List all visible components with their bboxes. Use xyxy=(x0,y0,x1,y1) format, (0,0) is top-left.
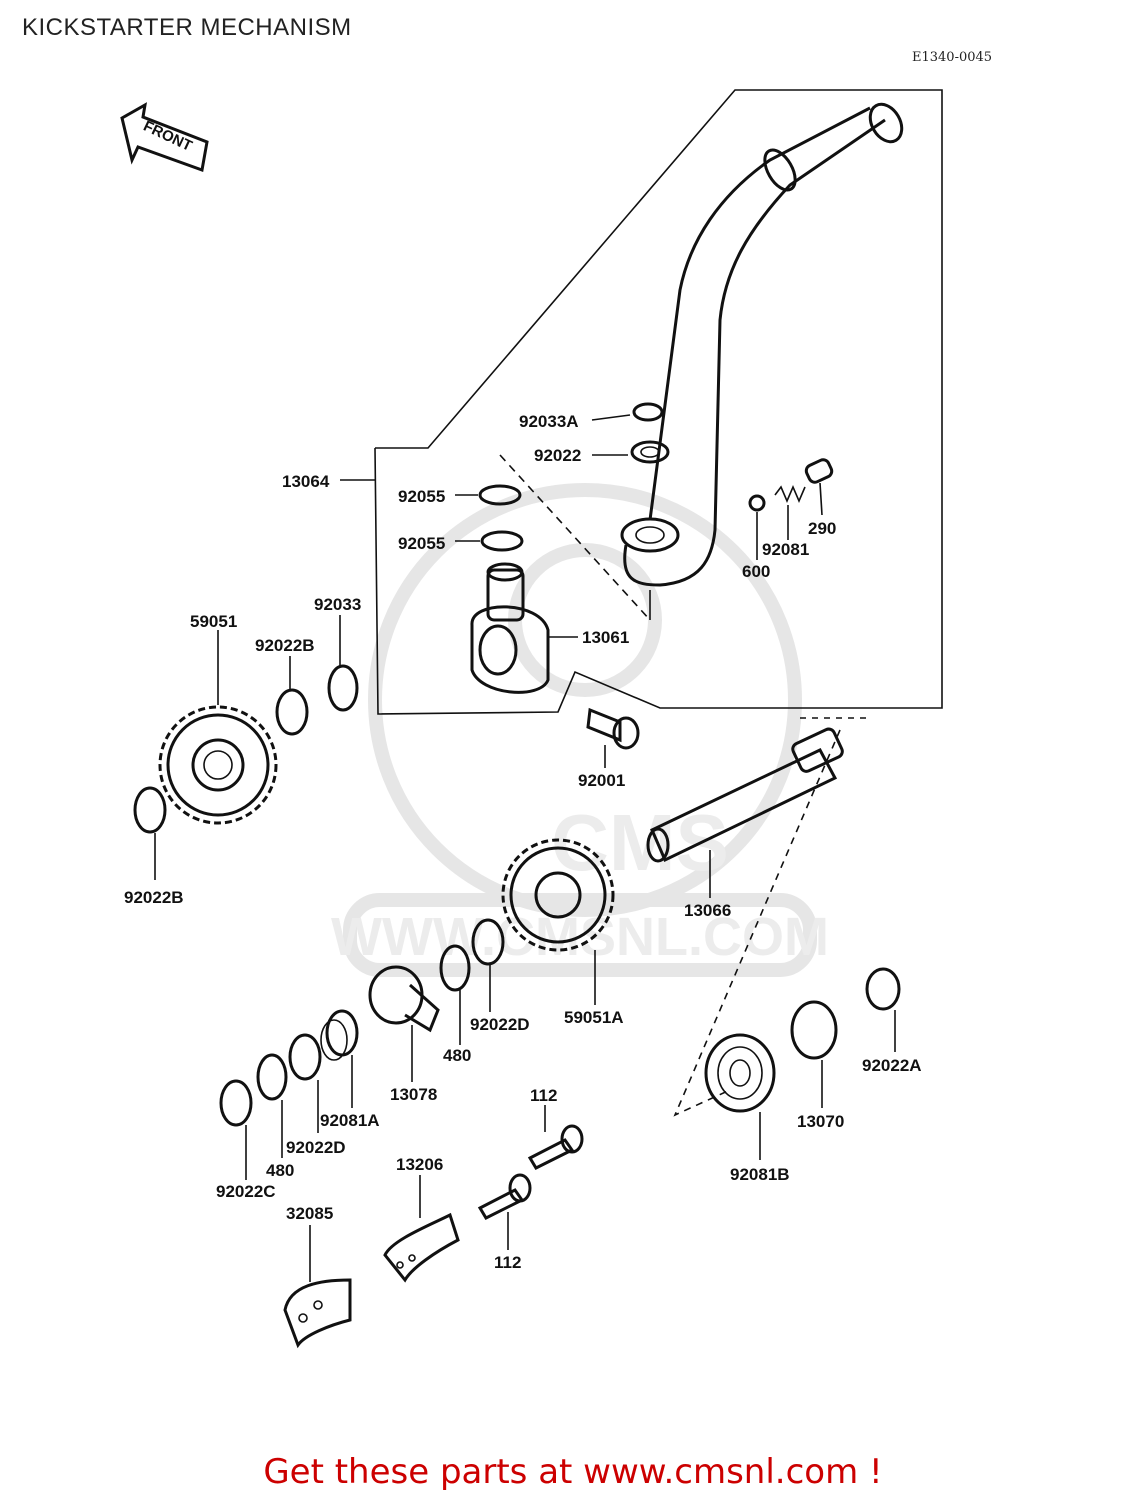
washer-92022 xyxy=(630,440,670,464)
callout-92055-a: 92055 xyxy=(398,487,445,506)
callout-92022C: 92022C xyxy=(216,1182,276,1201)
callout-480-mid: 480 xyxy=(443,1046,471,1065)
circlip-480-low xyxy=(256,1053,288,1101)
washer-92022C xyxy=(219,1079,253,1127)
callout-13070: 13070 xyxy=(797,1112,844,1131)
callout-32085: 32085 xyxy=(286,1204,333,1223)
gear-59051 xyxy=(158,705,278,825)
bolt-112-top xyxy=(527,1124,584,1170)
spring-92081 xyxy=(774,484,806,504)
spring-92081A xyxy=(325,1009,359,1057)
callout-13064: 13064 xyxy=(282,472,330,491)
callout-59051A: 59051A xyxy=(564,1008,624,1027)
oring-92055-b xyxy=(480,530,524,552)
washer-92022B-bottom xyxy=(133,786,167,834)
kick-shaft-13066 xyxy=(646,717,870,863)
front-arrow-icon: FRONT xyxy=(120,102,209,173)
assembly-outline xyxy=(374,89,943,715)
callout-13061: 13061 xyxy=(582,628,629,647)
callout-92081: 92081 xyxy=(762,540,809,559)
kick-spring-92081B xyxy=(704,1033,776,1113)
boss-13061 xyxy=(470,562,550,694)
kick-lever xyxy=(620,102,904,587)
oring-92055-a xyxy=(478,484,522,506)
callout-480-low: 480 xyxy=(266,1161,294,1180)
callout-290: 290 xyxy=(808,519,836,538)
callout-92001: 92001 xyxy=(578,771,625,790)
bolt-92001 xyxy=(586,707,640,750)
ball-600 xyxy=(748,494,766,512)
callout-13078: 13078 xyxy=(390,1085,437,1104)
plate-13206 xyxy=(383,1212,460,1283)
diagram-code: E1340-0045 xyxy=(912,50,993,65)
washer-92022D-low xyxy=(288,1033,322,1081)
bolt-112-bottom xyxy=(477,1173,532,1220)
ratchet-13078 xyxy=(368,965,440,1033)
guide-32085 xyxy=(283,1278,352,1349)
callout-13066: 13066 xyxy=(684,901,731,920)
callout-92022B-top: 92022B xyxy=(255,636,315,655)
footer-link[interactable]: Get these parts at www.cmsnl.com ! xyxy=(263,1452,883,1492)
washer-92022A xyxy=(865,967,901,1011)
circlip-92033 xyxy=(327,664,359,712)
callout-92022: 92022 xyxy=(534,446,581,465)
callout-92022B-bottom: 92022B xyxy=(124,888,184,907)
callout-59051: 59051 xyxy=(190,612,237,631)
callout-92033A: 92033A xyxy=(519,412,579,431)
leader-lines xyxy=(154,414,896,1282)
callout-112-bottom: 112 xyxy=(494,1253,521,1272)
callout-600: 600 xyxy=(742,562,770,581)
diagram-title: KICKSTARTER MECHANISM xyxy=(22,14,352,41)
circlip-480-mid xyxy=(439,944,471,992)
callout-92022A: 92022A xyxy=(862,1056,922,1075)
callout-13206: 13206 xyxy=(396,1155,443,1174)
collar-13070 xyxy=(790,1000,838,1060)
gear-59051A xyxy=(501,838,615,952)
callout-92033: 92033 xyxy=(314,595,361,614)
callout-92022D-mid: 92022D xyxy=(470,1015,530,1034)
callout-92081A: 92081A xyxy=(320,1111,380,1130)
plug-290 xyxy=(804,458,834,484)
callout-92081B: 92081B xyxy=(730,1165,790,1184)
callout-112-top: 112 xyxy=(530,1086,557,1105)
clip-92033A xyxy=(632,402,664,422)
callout-92055-b: 92055 xyxy=(398,534,445,553)
washer-92022B-top xyxy=(275,688,309,736)
washer-92022D-mid xyxy=(471,918,505,966)
callout-labels: 13064 92033A 92022 92055 92055 290 92081… xyxy=(124,412,922,1272)
callout-92022D-low: 92022D xyxy=(286,1138,346,1157)
